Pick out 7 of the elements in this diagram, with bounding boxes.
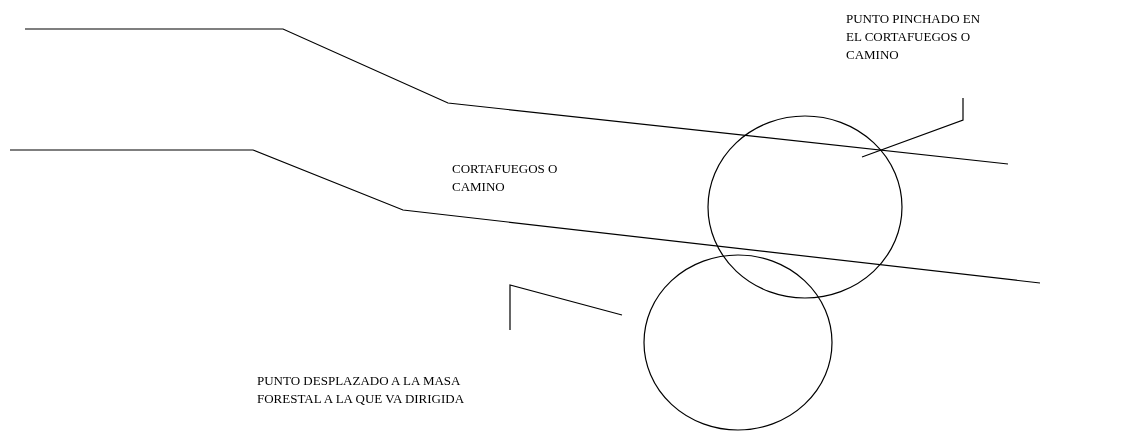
circle-outline <box>707 115 903 299</box>
road-label: CORTAFUEGOS O CAMINO <box>452 160 559 196</box>
callout-text: PUNTO DESPLAZADO A LA MASA FORESTAL A LA QUE VA DIRIGIDA <box>257 372 466 408</box>
leader-line <box>509 284 623 331</box>
circle-outline <box>643 254 833 431</box>
leader-line <box>861 97 964 158</box>
callout-text: PUNTO PINCHADO EN EL CORTAFUEGOS O CAMINO <box>846 10 982 64</box>
